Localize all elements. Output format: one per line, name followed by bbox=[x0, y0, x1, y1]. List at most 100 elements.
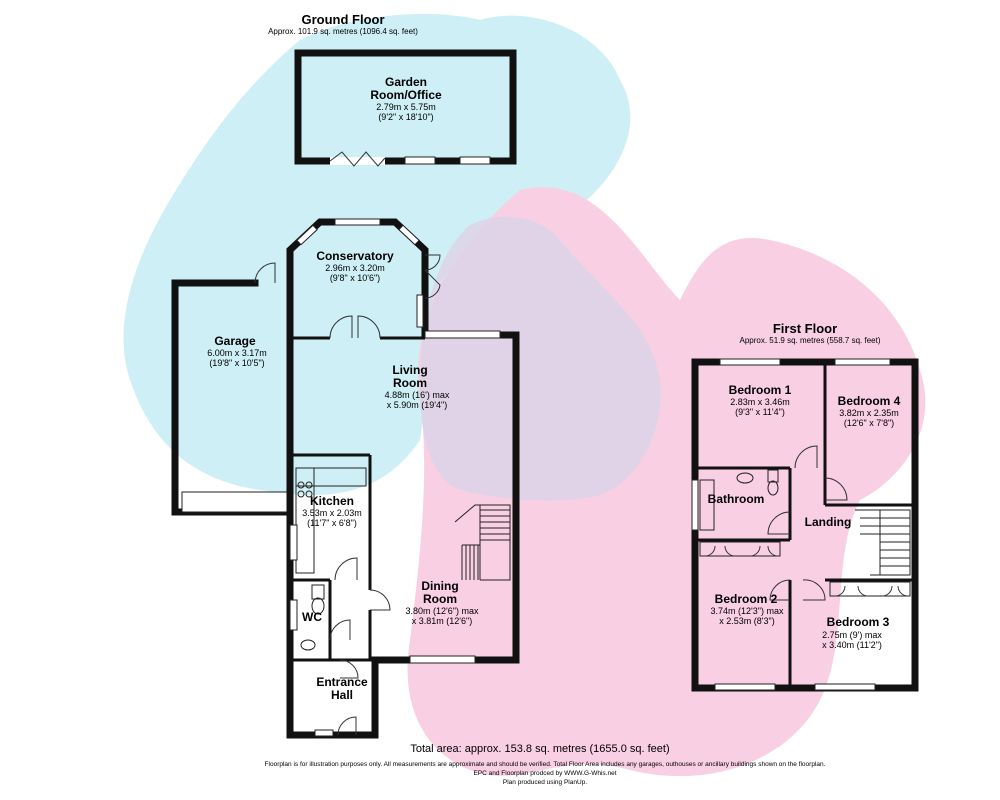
planup-credit: Plan produced using PlanUp. bbox=[503, 779, 587, 786]
front-door bbox=[337, 716, 357, 736]
bedroom2-window bbox=[714, 683, 776, 691]
wc-window bbox=[289, 599, 298, 631]
hob-ring-2 bbox=[305, 481, 313, 489]
bedroom3-dim-2: x 3.40m (11'2") bbox=[822, 640, 882, 650]
first-floor-plan bbox=[691, 358, 919, 692]
bedroom3-window bbox=[814, 683, 876, 691]
bedroom4-dim-2: (12'6" x 7'8") bbox=[844, 418, 894, 428]
garden-window-2 bbox=[459, 156, 491, 165]
kitchen-window bbox=[289, 524, 298, 561]
ground-floor-title: Ground Floor bbox=[301, 12, 384, 27]
kitchen-name: Kitchen bbox=[310, 494, 354, 508]
bedroom2-dim-2: x 2.53m (8'3") bbox=[719, 616, 774, 626]
bed2-wardrobe-door-3 bbox=[749, 545, 761, 557]
bedroom1-window bbox=[719, 358, 781, 366]
bath-tub bbox=[699, 479, 715, 531]
bed2-wardrobe-door-1 bbox=[704, 545, 716, 557]
bedroom1-name: Bedroom 1 bbox=[729, 383, 792, 397]
living-door-left bbox=[329, 315, 353, 339]
wc-door bbox=[329, 619, 351, 641]
blob-purple bbox=[420, 216, 661, 501]
bedroom4-name: Bedroom 4 bbox=[838, 394, 901, 408]
bathroom-name: Bathroom bbox=[708, 492, 765, 506]
bathroom-toilet bbox=[767, 480, 779, 496]
bedroom1-door bbox=[794, 445, 818, 469]
bedroom1-dim-1: 2.83m x 3.46m bbox=[730, 397, 790, 407]
hob-ring-1 bbox=[297, 481, 305, 489]
ground-stairs bbox=[454, 504, 511, 581]
bed3-wardrobe-door-4 bbox=[897, 585, 909, 597]
hob-ring-4 bbox=[305, 490, 313, 498]
living-room-name-2: Room bbox=[393, 376, 427, 390]
kitchen-dim-2: (11'7" x 6'8") bbox=[307, 518, 357, 528]
conservatory-window-right bbox=[398, 224, 420, 246]
wc-cistern bbox=[311, 584, 325, 600]
living-room-dim-2: x 5.90m (19'4") bbox=[387, 400, 447, 410]
bed3-wardrobe-door-3 bbox=[881, 585, 893, 597]
kitchen-dim-1: 3.53m x 2.03m bbox=[302, 508, 362, 518]
entrance-hall-name-1: Entrance bbox=[316, 675, 368, 689]
bedroom4-door bbox=[824, 477, 848, 501]
bathroom-window bbox=[691, 479, 699, 531]
garage-name: Garage bbox=[214, 334, 256, 348]
garage-dim-2: (19'8" x 10'5") bbox=[209, 358, 264, 368]
bedroom2-name: Bedroom 2 bbox=[715, 592, 778, 606]
wc-basin bbox=[300, 639, 316, 651]
first-floor-title: First Floor bbox=[773, 321, 837, 336]
bed2-wardrobe-door-2 bbox=[724, 545, 736, 557]
conservatory-door-top bbox=[424, 254, 441, 271]
bedroom3-wardrobe bbox=[829, 581, 911, 597]
dining-window bbox=[409, 655, 476, 664]
bedroom1-dim-2: (9'3" x 11'4") bbox=[735, 407, 785, 417]
garden-office-name-2: Room/Office bbox=[370, 88, 442, 102]
garden-office-dim-2: (9'2" x 18'10") bbox=[378, 112, 433, 122]
bed3-wardrobe-door-1 bbox=[834, 585, 846, 597]
bifold-door bbox=[329, 151, 386, 167]
dining-door bbox=[369, 589, 391, 611]
living-window bbox=[424, 330, 501, 339]
entrance-hall-name-2: Hall bbox=[331, 688, 353, 702]
bathroom-basin bbox=[736, 472, 754, 484]
bed2-wardrobe-door-4 bbox=[767, 545, 779, 557]
garden-office-dim-1: 2.79m x 5.75m bbox=[376, 102, 436, 112]
living-room-name-1: Living bbox=[392, 363, 427, 377]
conservatory-dim-1: 2.96m x 3.20m bbox=[325, 263, 385, 273]
ground-floor-labels: Ground Floor Approx. 101.9 sq. metres (1… bbox=[207, 12, 479, 702]
ground-floor-plan bbox=[171, 49, 520, 739]
conservatory-door-bottom bbox=[424, 269, 441, 299]
landing-name: Landing bbox=[805, 515, 852, 529]
kitchen-counter-left bbox=[295, 467, 315, 574]
garage-side-door bbox=[254, 262, 276, 284]
first-floor-area: Approx. 51.9 sq. metres (558.7 sq. feet) bbox=[740, 336, 881, 345]
bedroom2-wardrobe bbox=[699, 541, 781, 557]
bedroom4-dim-1: 3.82m x 2.35m bbox=[839, 408, 899, 418]
bedroom2-dim-1: 3.74m (12'3") max bbox=[711, 606, 784, 616]
hall-door bbox=[339, 659, 359, 679]
first-floor-labels: First Floor Approx. 51.9 sq. metres (558… bbox=[708, 321, 901, 650]
bathroom-door bbox=[767, 511, 791, 535]
garden-window-1 bbox=[404, 156, 436, 165]
bedroom4-window bbox=[834, 358, 891, 366]
conservatory-dim-2: (9'8" x 10'6") bbox=[330, 273, 380, 283]
hob-ring-3 bbox=[297, 490, 305, 498]
garden-office-name-1: Garden bbox=[385, 75, 427, 89]
bedroom3-door bbox=[802, 579, 826, 601]
garage-dim-1: 6.00m x 3.17m bbox=[207, 348, 267, 358]
dining-room-dim-2: x 3.81m (12'6") bbox=[412, 616, 472, 626]
living-room-dim-1: 4.88m (16') max bbox=[385, 390, 450, 400]
conservatory-window-left bbox=[296, 224, 318, 246]
ground-floor-area: Approx. 101.9 sq. metres (1096.4 sq. fee… bbox=[268, 27, 418, 36]
dining-room-name-1: Dining bbox=[421, 579, 458, 593]
front-window bbox=[314, 729, 334, 737]
conservatory-window-top bbox=[334, 218, 381, 226]
blob-blue bbox=[123, 14, 631, 495]
house-wall-left bbox=[286, 279, 379, 739]
total-area: Total area: approx. 153.8 sq. metres (16… bbox=[410, 743, 669, 755]
conservatory-window-side bbox=[416, 294, 424, 328]
dining-room-name-2: Room bbox=[423, 592, 457, 606]
bedroom3-name: Bedroom 3 bbox=[827, 615, 890, 629]
garden-office-door-gap bbox=[330, 157, 385, 165]
kitchen-door bbox=[334, 557, 358, 581]
living-door-right bbox=[357, 315, 381, 339]
